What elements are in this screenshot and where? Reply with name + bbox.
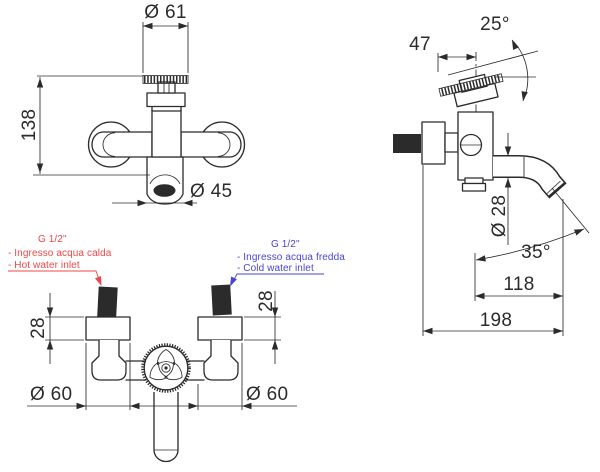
- front-view: Ø 61 138 Ø 45: [19, 2, 246, 207]
- hot-label-line2: - Hot water inlet: [8, 260, 80, 271]
- spout-mouth-rim: [149, 174, 181, 185]
- cold-water-label: G 1/2" - Ingresso acqua fredda - Cold wa…: [237, 239, 345, 274]
- dim-flange-depth-right: 28: [244, 290, 281, 364]
- spout-opening: [153, 184, 176, 197]
- dim-text-handle-diameter: Ø 61: [144, 2, 186, 23]
- valve-body-front: [151, 109, 182, 158]
- threaded-inlet-side: [393, 134, 421, 153]
- hot-label-line1: - Ingresso acqua calda: [8, 248, 112, 259]
- inlet-pipe-right-cap: [217, 132, 231, 157]
- inlet-pipe-left-cap: [102, 132, 116, 157]
- dim-height: 138: [19, 75, 150, 176]
- wall-flange-side: [421, 121, 446, 165]
- handle-knurl-side: [438, 73, 504, 97]
- spout-bottom-view: [153, 392, 179, 463]
- dim-text-spout-reach: 118: [503, 274, 534, 295]
- dim-text-flange-diameter-right: Ø 60: [246, 384, 288, 405]
- dim-spout-angle: 35°: [475, 187, 590, 264]
- handle-bonnet: [146, 92, 186, 108]
- dim-text-handle-angle: 25°: [480, 14, 510, 35]
- spout-rim-line: [546, 180, 561, 194]
- threaded-inlet-hot: [97, 286, 118, 318]
- cold-thread-size: G 1/2": [271, 239, 300, 250]
- hot-water-label: G 1/2" - Ingresso acqua calda - Hot wate…: [8, 234, 112, 271]
- dim-text-handle-offset: 47: [409, 34, 431, 55]
- dim-handle-diameter: Ø 61: [142, 2, 189, 73]
- aerator-top: [464, 177, 484, 185]
- dim-spout-tube-diameter: Ø 28: [489, 133, 512, 245]
- hot-thread-size: G 1/2": [38, 234, 67, 245]
- dim-text-height: 138: [19, 109, 40, 142]
- wheel-cutout: [157, 349, 175, 366]
- handle-knurl-outline: [142, 75, 189, 84]
- dim-handle-angle: 25°: [447, 14, 539, 102]
- spout-side-fill: [493, 156, 564, 196]
- dim-text-spout-diameter: Ø 45: [190, 181, 232, 202]
- elbow-left: [91, 340, 127, 381]
- handwheel: [141, 343, 191, 393]
- inlet-pipe-left: [91, 131, 153, 158]
- dim-flange-diameters: Ø 60 Ø 60: [27, 343, 297, 410]
- dim-handle-offset: 47: [409, 34, 476, 72]
- flange-left: [85, 316, 131, 341]
- dim-total-depth: 198: [422, 165, 563, 336]
- dim-text-spout-tube-diameter: Ø 28: [489, 195, 510, 237]
- wheel-cutout: [149, 361, 169, 381]
- wheel-hub: [161, 363, 171, 373]
- bottom-view: 28 28 Ø 60 Ø 60 G 1/2" - In: [8, 234, 345, 463]
- aerator-bottom: [461, 182, 487, 192]
- inlet-pipe-side: [444, 132, 459, 153]
- dim-text-flange-depth-left: 28: [28, 317, 49, 339]
- threaded-inlet-cold: [211, 284, 232, 316]
- elbow-right: [203, 340, 239, 381]
- dim-text-flange-diameter-left: Ø 60: [30, 384, 72, 405]
- flange-right: [197, 316, 243, 341]
- dim-text-total-depth: 198: [480, 310, 513, 331]
- side-view: 47 25° Ø 28 35°: [393, 14, 590, 336]
- wheel-hub-dot: [164, 366, 168, 370]
- dim-flange-depth-left: 28: [28, 293, 84, 364]
- dim-text-spout-angle: 35°: [521, 242, 551, 263]
- dim-text-flange-depth-right: 28: [256, 290, 277, 312]
- inlet-pipe-right: [180, 131, 242, 158]
- dim-spout-diameter: Ø 45: [112, 181, 232, 207]
- cold-label-line1: - Ingresso acqua fredda: [237, 252, 345, 263]
- dim-spout-reach: 118: [474, 199, 564, 336]
- cold-label-line2: - Cold water inlet: [237, 263, 314, 274]
- wheel-cutout: [163, 361, 183, 381]
